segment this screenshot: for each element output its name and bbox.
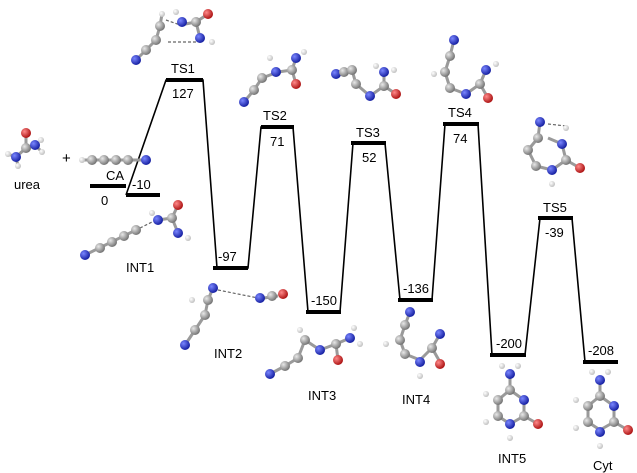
label-cyt: Cyt	[593, 458, 613, 473]
value-ca: 0	[101, 193, 108, 208]
value-int4: -136	[403, 281, 429, 296]
value-ts4: 74	[453, 131, 467, 146]
value-int3: -150	[311, 293, 337, 308]
label-int2: INT2	[214, 346, 242, 361]
value-ts1: 127	[172, 86, 194, 101]
molecule-ts3	[331, 63, 401, 101]
label-ts4: TS4	[448, 105, 472, 120]
value-int5: -200	[496, 336, 522, 351]
molecule-cyt	[573, 369, 633, 449]
label-ts3: TS3	[356, 125, 380, 140]
value-int1: -10	[132, 177, 151, 192]
energy-profile-path	[125, 79, 586, 363]
molecule-ts5	[523, 117, 585, 187]
value-cyt: -208	[588, 343, 614, 358]
molecule-ts1	[131, 9, 215, 65]
molecule-urea	[5, 128, 45, 169]
molecule-int4	[383, 307, 445, 379]
value-ts5: -39	[545, 225, 564, 240]
energy-values: 0 -10 127 -97 71 -150 52 -136 74 -200 -3…	[101, 86, 614, 358]
label-int4: INT4	[402, 392, 430, 407]
label-int5: INT5	[498, 451, 526, 466]
value-int2: -97	[218, 249, 237, 264]
value-ts2: 71	[270, 134, 284, 149]
label-int3: INT3	[308, 388, 336, 403]
label-ts5: TS5	[543, 200, 567, 215]
molecule-int1	[80, 200, 191, 260]
species-labels: urea + CA INT1 TS1 INT2 TS2 INT3 TS3 INT…	[14, 61, 613, 473]
molecule-int5	[483, 363, 543, 441]
value-ts3: 52	[362, 150, 376, 165]
level-bars	[90, 78, 618, 364]
molecule-ca	[79, 155, 151, 165]
label-urea: urea	[14, 177, 41, 192]
plus-sign: +	[62, 150, 71, 167]
label-ts2: TS2	[263, 108, 287, 123]
molecule-int2	[180, 283, 288, 350]
label-ts1: TS1	[171, 61, 195, 76]
molecule-ts4	[431, 35, 499, 103]
label-ca: CA	[106, 168, 124, 183]
molecule-ts2	[239, 49, 307, 107]
molecule-int3	[265, 325, 363, 379]
label-int1: INT1	[126, 260, 154, 275]
